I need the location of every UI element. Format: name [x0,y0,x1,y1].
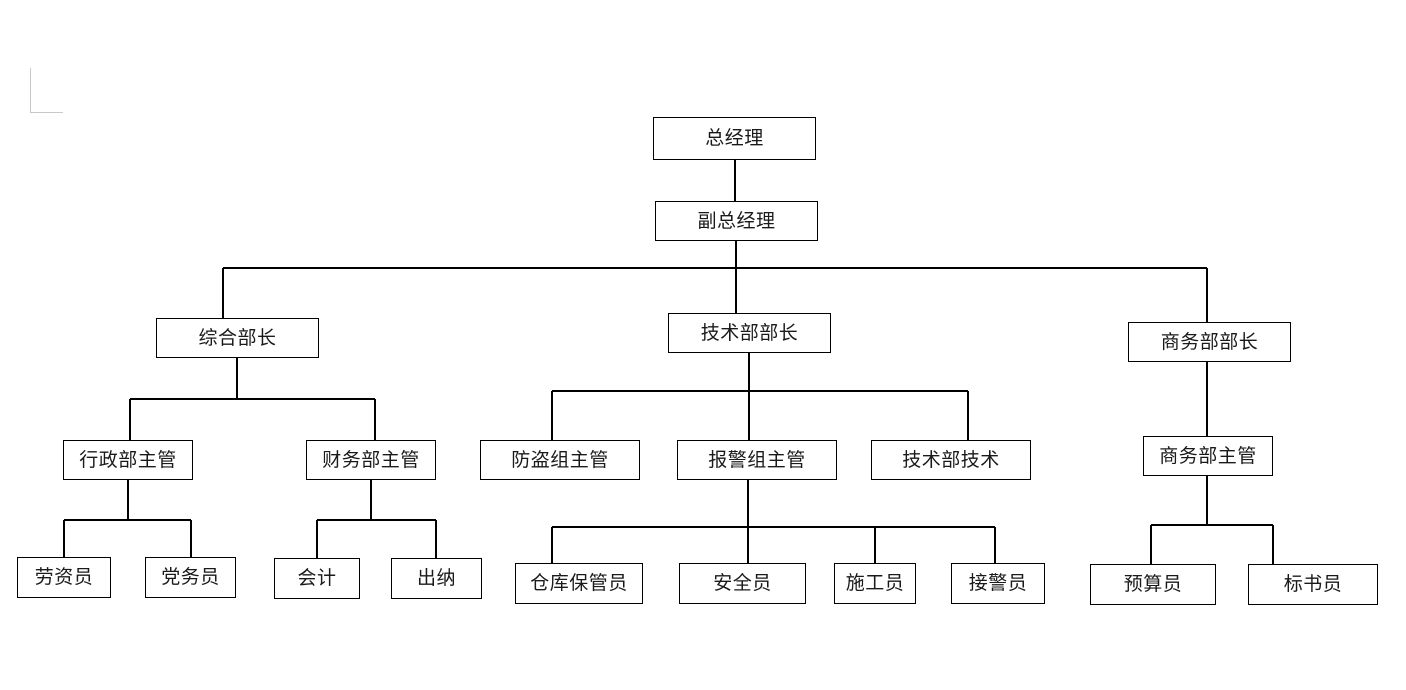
node-label: 总经理 [705,128,764,149]
node-finance-supervisor[interactable]: 财务部主管 [306,440,436,480]
page-margin-corner-mark [30,68,63,113]
node-safety-officer[interactable]: 安全员 [679,563,806,604]
node-general-affairs-head[interactable]: 综合部长 [156,318,319,358]
node-cashier[interactable]: 出纳 [391,558,482,599]
node-admin-supervisor[interactable]: 行政部主管 [63,440,193,480]
node-technology-technician[interactable]: 技术部技术 [871,440,1031,480]
node-label: 商务部部长 [1160,331,1259,353]
node-label: 劳资员 [34,567,94,588]
node-bid-clerk[interactable]: 标书员 [1248,564,1378,605]
node-label: 财务部主管 [322,449,420,471]
node-deputy-general-manager[interactable]: 副总经理 [655,201,818,241]
node-label: 报警组主管 [708,449,806,471]
node-label: 商务部主管 [1159,445,1257,467]
node-budget-officer[interactable]: 预算员 [1090,564,1216,605]
node-alarm-supervisor[interactable]: 报警组主管 [677,440,837,480]
node-label: 仓库保管员 [530,573,628,594]
node-label: 行政部主管 [79,449,177,471]
node-accountant[interactable]: 会计 [274,558,360,599]
node-label: 安全员 [713,573,772,594]
node-label: 防盗组主管 [511,449,609,471]
node-technology-head[interactable]: 技术部部长 [668,313,831,353]
node-label: 接警员 [968,573,1028,594]
node-party-clerk[interactable]: 党务员 [145,557,236,598]
node-labor-clerk[interactable]: 劳资员 [17,557,111,598]
node-warehouse-keeper[interactable]: 仓库保管员 [515,563,643,604]
node-label: 副总经理 [697,210,776,232]
node-label: 标书员 [1283,574,1343,595]
node-business-head[interactable]: 商务部部长 [1128,322,1291,362]
node-antitheft-supervisor[interactable]: 防盗组主管 [480,440,640,480]
node-construction-worker[interactable]: 施工员 [834,563,916,604]
node-alarm-receiver[interactable]: 接警员 [951,563,1045,604]
node-label: 综合部长 [198,327,277,349]
node-label: 施工员 [845,573,905,594]
node-label: 技术部技术 [902,449,1000,471]
node-label: 出纳 [416,568,456,589]
node-business-supervisor[interactable]: 商务部主管 [1143,436,1273,476]
node-label: 党务员 [161,567,220,588]
node-label: 技术部部长 [700,322,799,344]
node-label: 会计 [297,568,337,589]
node-label: 预算员 [1123,574,1183,595]
node-general-manager[interactable]: 总经理 [653,117,816,160]
